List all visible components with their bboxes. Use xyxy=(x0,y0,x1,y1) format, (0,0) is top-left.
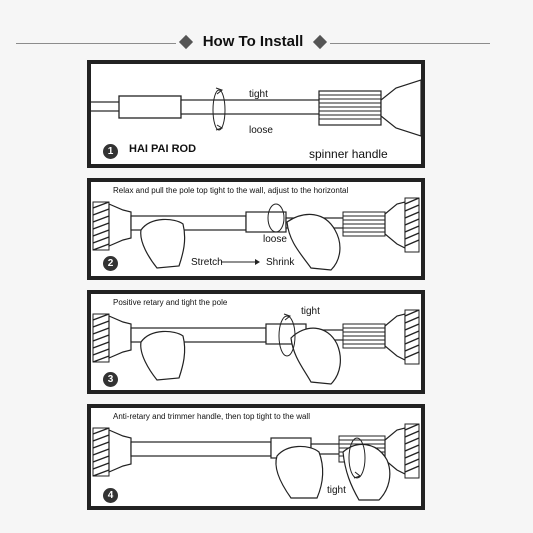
step-3-panel: Positive retary and tight the pole 3 tig… xyxy=(87,290,425,394)
step-number-badge: 2 xyxy=(103,256,118,271)
rod-diagram-2 xyxy=(92,197,420,271)
label-stretch: Stretch xyxy=(191,257,223,268)
label-loose: loose xyxy=(263,234,287,245)
product-name: HAI PAI ROD xyxy=(129,143,197,155)
step-4-panel: Anti-retary and trimmer handle, then top… xyxy=(87,404,425,510)
label-tight: tight xyxy=(249,89,268,100)
install-header: How To Install xyxy=(0,28,533,58)
rod-diagram-1 xyxy=(91,79,421,137)
rod-diagram-4 xyxy=(92,423,420,501)
step-2-caption: Relax and pull the pole top tight to the… xyxy=(113,186,349,195)
step-number-badge: 3 xyxy=(103,372,118,387)
label-tight: tight xyxy=(327,485,346,496)
rod-diagram-3 xyxy=(92,309,420,385)
step-number-badge: 1 xyxy=(103,144,118,159)
diamond-icon xyxy=(178,34,194,50)
step-1-panel: 1 HAI PAI ROD tight loose spinner handle xyxy=(87,60,425,168)
header-divider-right xyxy=(330,43,490,44)
diamond-icon xyxy=(312,34,328,50)
step-number-badge: 4 xyxy=(103,488,118,503)
step-3-caption: Positive retary and tight the pole xyxy=(113,298,228,307)
label-tight: tight xyxy=(301,306,320,317)
label-loose: loose xyxy=(249,125,273,136)
step-4-caption: Anti-retary and trimmer handle, then top… xyxy=(113,412,310,421)
page-title: How To Install xyxy=(202,33,304,50)
header-divider-left xyxy=(16,43,176,44)
label-spinner-handle: spinner handle xyxy=(309,147,388,161)
step-2-panel: Relax and pull the pole top tight to the… xyxy=(87,178,425,280)
label-shrink: Shrink xyxy=(266,257,295,268)
